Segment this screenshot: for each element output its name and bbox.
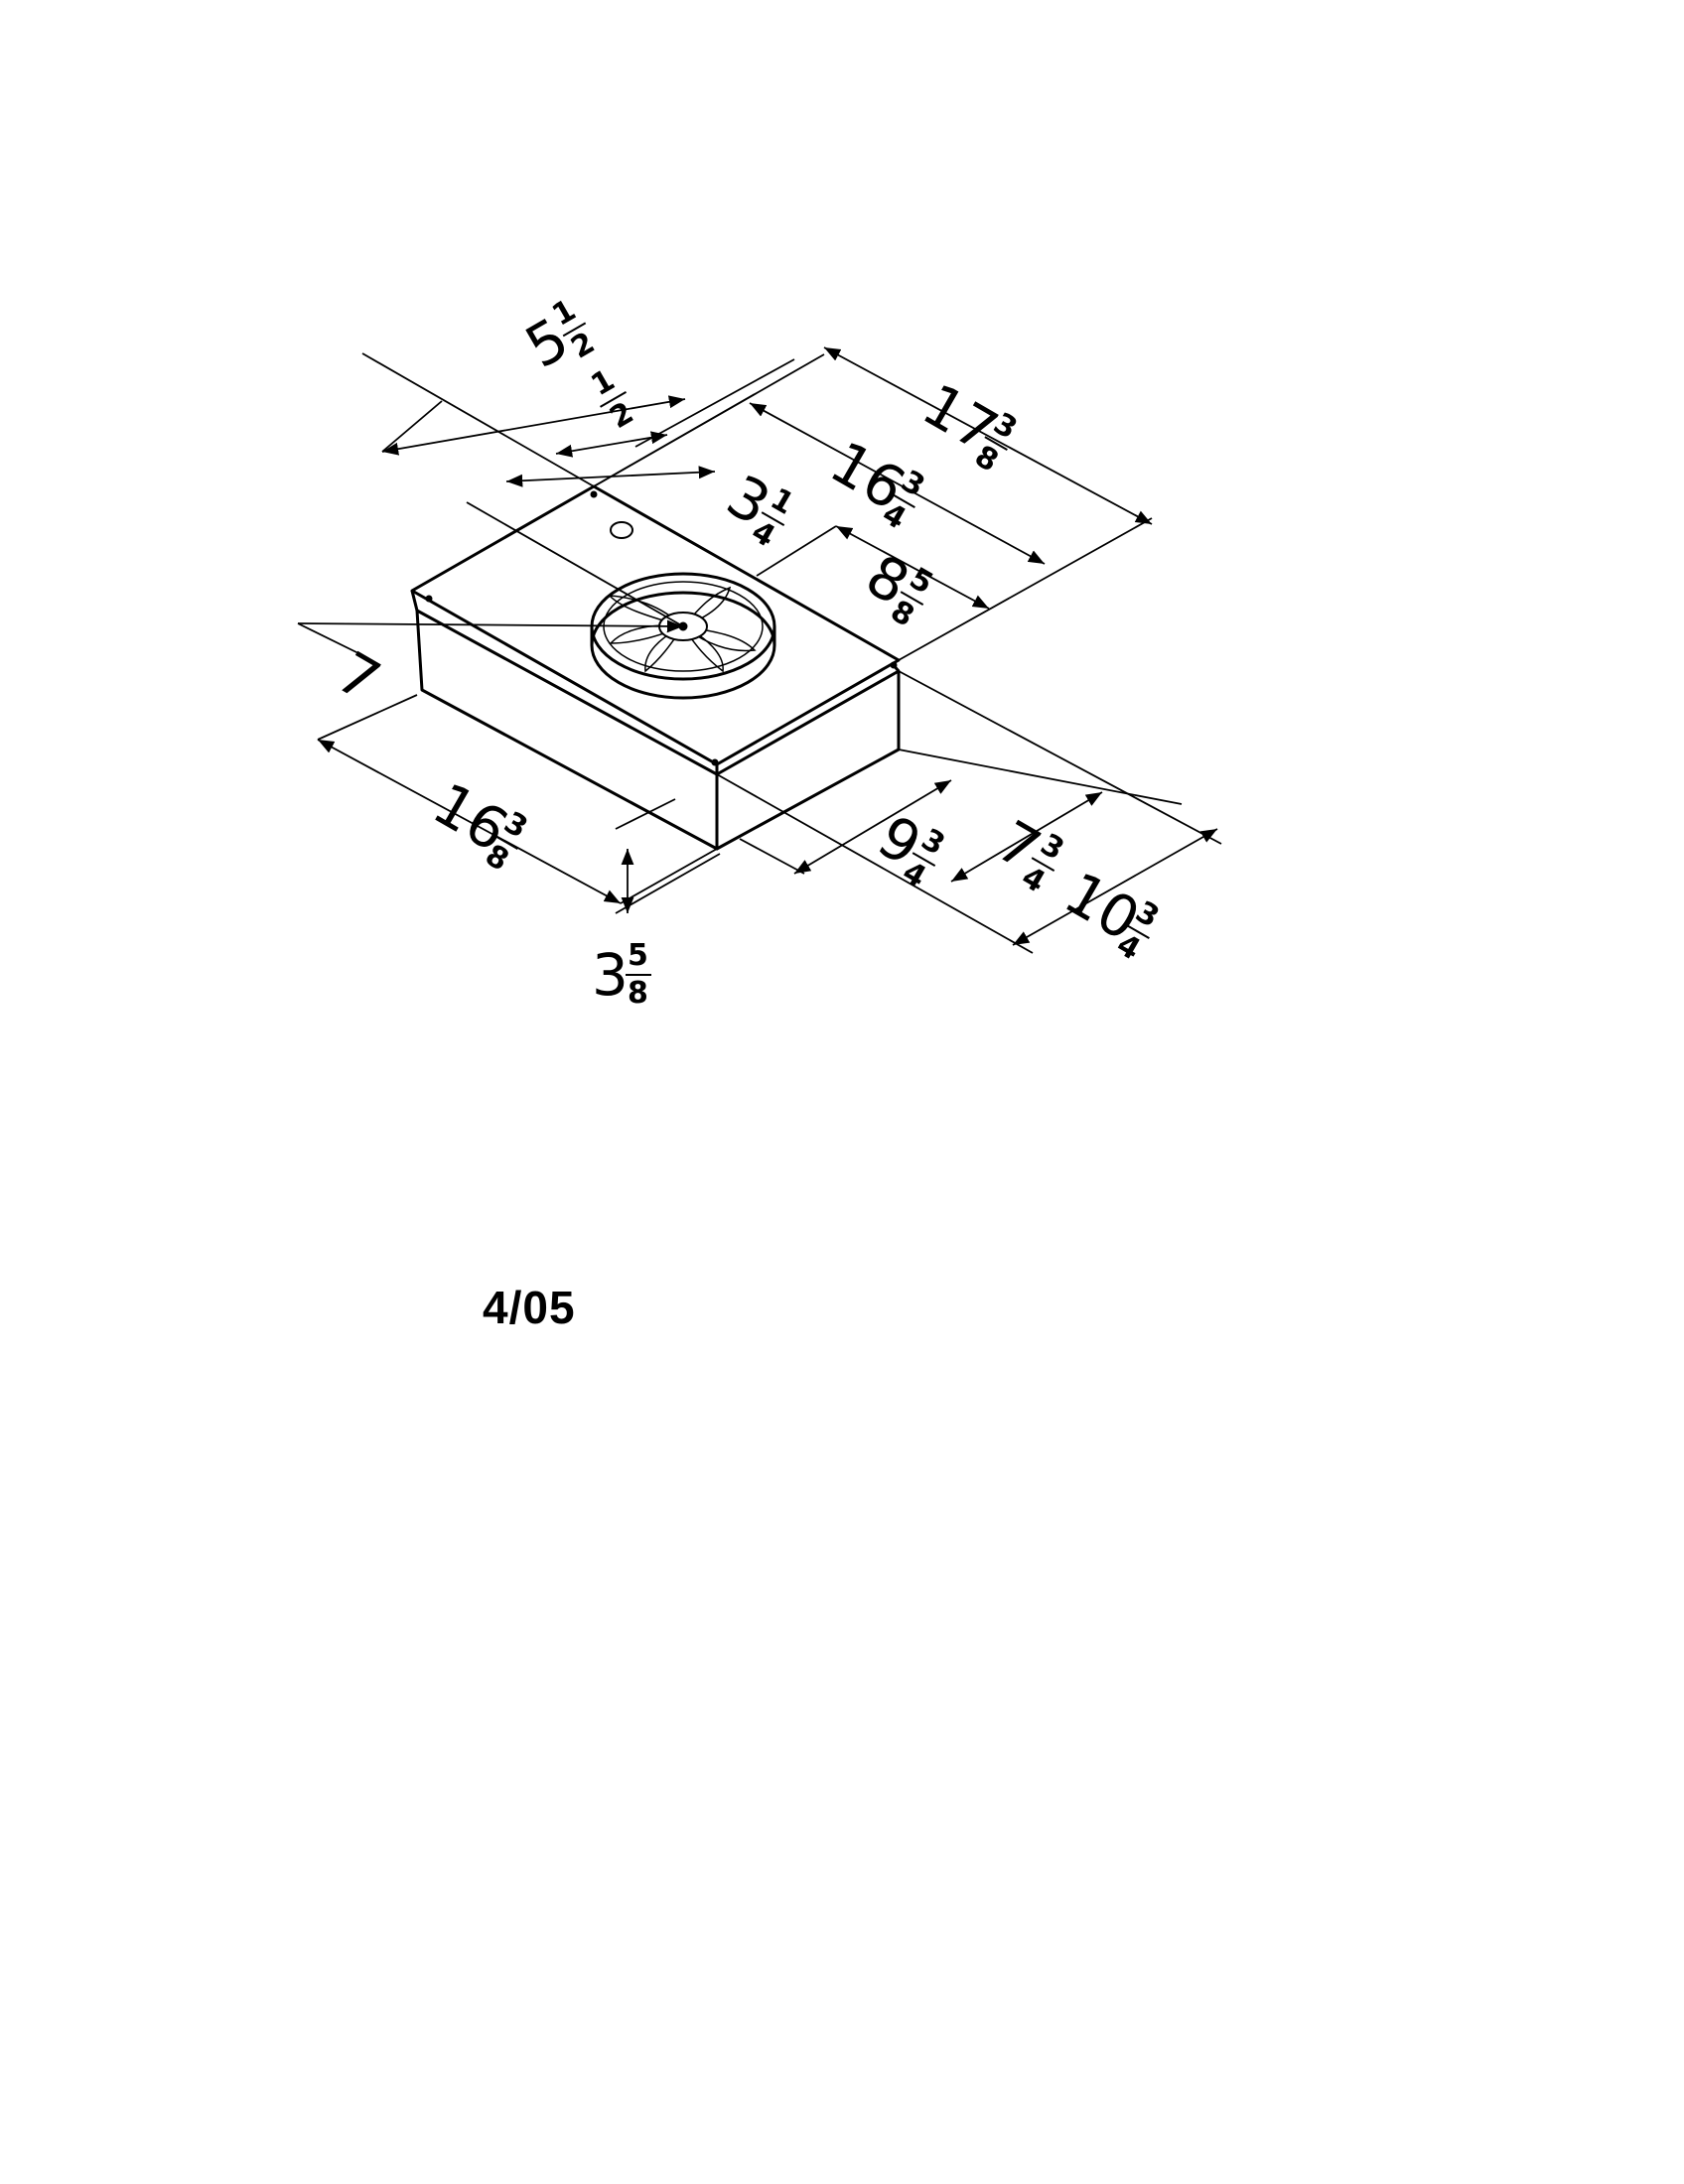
dimension-3-1-4: 3 1 4 (716, 462, 799, 555)
dimension-lines (297, 346, 1222, 954)
dimension-16-3-4: 16 3 4 (819, 428, 930, 537)
control-knob (610, 521, 633, 539)
dimension-17-3-8: 17 3 8 (912, 370, 1023, 479)
dimension-9-3-4: 9 3 4 (867, 802, 950, 895)
svg-text:7: 7 (326, 638, 391, 715)
dimension-1-2: 1 2 (586, 362, 640, 436)
dimension-10-3-4: 10 3 4 (1053, 859, 1165, 968)
dimension-3-5-8: 3 5 8 (592, 938, 651, 1011)
svg-text:5: 5 (628, 938, 648, 973)
dimension-7: 7 (326, 638, 391, 715)
dimension-8-5-8: 8 5 8 (855, 541, 938, 634)
dimension-16-3-8: 16 3 8 (422, 769, 533, 879)
svg-text:8: 8 (628, 976, 648, 1011)
dimension-7-3-4: 7 3 4 (986, 807, 1069, 900)
revision-date: 4/05 (483, 1282, 576, 1333)
svg-text:3: 3 (592, 941, 629, 1009)
